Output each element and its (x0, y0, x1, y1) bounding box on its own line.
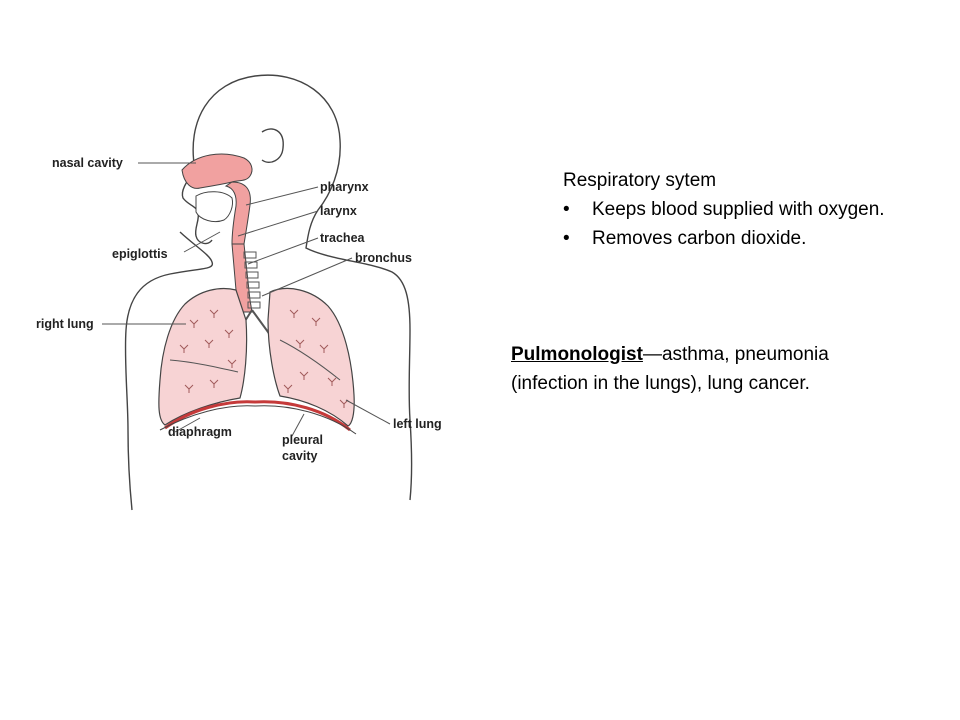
pulmonologist-line-2: (infection in the lungs), lung cancer. (511, 373, 810, 394)
label-larynx: larynx (320, 204, 357, 218)
label-diaphragm: diaphragm (168, 425, 232, 439)
alveoli-marks (179, 309, 349, 408)
label-epiglottis: epiglottis (112, 247, 168, 261)
bullet-marker: • (563, 199, 570, 220)
respiratory-system-summary: Respiratory sytem • Keeps blood supplied… (563, 166, 960, 253)
label-cavity: cavity (282, 449, 317, 463)
left-lung-shape (267, 287, 355, 427)
body-outline-left (124, 231, 213, 511)
pulmonologist-conditions: —asthma, pneumonia (642, 344, 829, 365)
summary-bullet-2: • Removes carbon dioxide. (563, 224, 960, 253)
summary-title: Respiratory sytem (563, 170, 717, 191)
summary-bullet-1: • Keeps blood supplied with oxygen. (563, 195, 960, 224)
leader-lines (102, 162, 391, 437)
bullet-text: Keeps blood supplied with oxygen. (592, 199, 885, 220)
label-pharynx: pharynx (320, 180, 369, 194)
pulmonologist-term: Pulmonologist (511, 344, 643, 365)
label-nasal-cavity: nasal cavity (52, 156, 123, 170)
ear-outline (261, 128, 284, 164)
bullet-text: Removes carbon dioxide. (592, 228, 807, 249)
left-lung-fissure (279, 339, 341, 381)
bullet-marker: • (563, 228, 570, 249)
pulmonologist-note: Pulmonologist—asthma, pneumonia (infecti… (511, 340, 951, 398)
label-pleural: pleural (282, 433, 323, 447)
pleural-line (159, 405, 357, 435)
nasal-cavity-shape (181, 153, 253, 189)
label-left-lung: left lung (393, 417, 442, 431)
right-lung-fissure (169, 359, 239, 373)
mouth-shape (195, 191, 233, 223)
label-right-lung: right lung (36, 317, 94, 331)
diaphragm-shape (164, 400, 351, 432)
label-trachea: trachea (320, 231, 366, 245)
pulmonologist-line-1: Pulmonologist—asthma, pneumonia (511, 340, 951, 369)
body-outline (192, 74, 413, 501)
right-lung-shape (158, 287, 248, 426)
label-bronchus: bronchus (355, 251, 412, 265)
